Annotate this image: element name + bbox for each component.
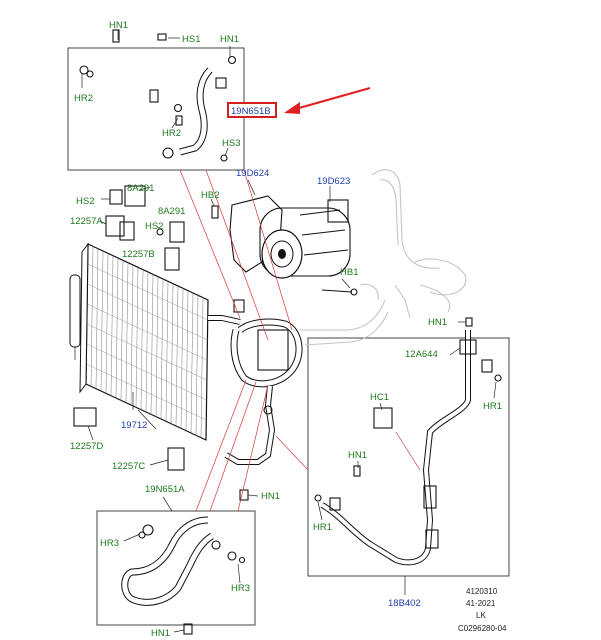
condenser-19712	[69, 242, 209, 441]
condenser-row-line	[86, 343, 207, 401]
condenser-fin-line	[180, 288, 184, 429]
label-hn1-right: HN1	[428, 317, 447, 328]
red-guide-lines	[179, 169, 421, 512]
compressor-19d623	[229, 195, 358, 296]
label-12a644: 12A644	[405, 349, 438, 360]
lower-hose-assembly	[121, 489, 249, 635]
condenser-fin-line	[200, 297, 204, 438]
label-hs3: HS3	[222, 138, 240, 149]
condenser-fin-line	[185, 290, 189, 431]
label-12257d: 12257D	[70, 441, 103, 452]
callout-box	[227, 102, 277, 118]
condenser-fin-line	[150, 274, 154, 415]
label-hs1: HS1	[182, 34, 200, 45]
leader-lines	[81, 30, 497, 633]
footer-code-1: 4120310	[466, 587, 498, 596]
label-19d624: 19D624	[236, 168, 269, 179]
condenser-fin-line	[90, 246, 94, 387]
label-hr1-bottom-box: HR1	[313, 522, 332, 533]
footer-code-4: C0296280-04	[458, 624, 507, 633]
label-12257a: 12257A	[70, 216, 103, 227]
condenser-fin-line	[95, 248, 99, 389]
label-8a291-top: 8A291	[127, 183, 154, 194]
condenser-row-line	[87, 263, 208, 321]
condenser-fin-line	[170, 283, 174, 424]
center-manifold-hoses	[208, 299, 303, 465]
label-hr3-left: HR3	[100, 538, 119, 549]
condenser-fin-line	[100, 250, 104, 392]
condenser-fin-line	[160, 278, 164, 420]
label-hr2-mid: HR2	[162, 128, 181, 139]
background-engine-pipes	[300, 169, 467, 346]
label-hb2: HB2	[201, 190, 219, 201]
condenser-row-line	[86, 363, 207, 421]
label-12257b: 12257B	[122, 249, 155, 260]
footer-code-3: LK	[476, 611, 486, 620]
label-hn1-mid: HN1	[348, 450, 367, 461]
right-line-assembly-18b402	[314, 317, 502, 566]
condenser-row-line	[87, 303, 208, 361]
label-hs2-mid: HS2	[145, 221, 163, 232]
condenser-fin-line	[135, 267, 139, 408]
label-hs2-left: HS2	[76, 196, 94, 207]
condenser-fin-line	[165, 281, 169, 422]
condenser-fin-line	[130, 264, 134, 406]
label-hb1: HB1	[340, 267, 358, 278]
red-arrow	[284, 86, 371, 114]
detail-box-right-line	[307, 337, 510, 577]
label-hn1-top-right: HN1	[220, 34, 239, 45]
upper-hose-assembly	[79, 29, 237, 162]
label-19n651a: 19N651A	[145, 484, 185, 495]
condenser-fin-line	[140, 269, 144, 410]
condenser-row-line	[87, 283, 208, 341]
condenser-fin-line	[190, 292, 194, 434]
condenser-fin-line	[105, 253, 109, 394]
condenser-fin-line	[155, 276, 159, 417]
label-12257c: 12257C	[112, 461, 145, 472]
condenser-fin-line	[110, 255, 114, 396]
label-hc1: HC1	[370, 392, 389, 403]
label-hn1-bottom: HN1	[151, 628, 170, 639]
condenser-fin-line	[120, 260, 124, 401]
label-hr2-left: HR2	[74, 93, 93, 104]
condenser-fin-line	[175, 285, 179, 427]
label-hn1-top: HN1	[109, 20, 128, 31]
label-19d623: 19D623	[317, 176, 350, 187]
label-hr3-right: HR3	[231, 583, 250, 594]
label-hn1-bottom-center: HN1	[261, 491, 280, 502]
detail-box-lower-hose	[96, 510, 256, 626]
condenser-fin-line	[145, 271, 149, 413]
label-18b402: 18B402	[388, 598, 421, 609]
condenser-fin-line	[125, 262, 129, 403]
condenser-fin-line	[195, 295, 199, 436]
condenser-fin-line	[115, 257, 119, 399]
label-19712: 19712	[121, 420, 147, 431]
label-8a291-mid: 8A291	[158, 206, 185, 217]
condenser-row-line	[86, 323, 207, 381]
label-callout: 19N651B	[231, 106, 271, 117]
footer-code-2: 41-2021	[466, 599, 496, 608]
label-hr1-right: HR1	[483, 401, 502, 412]
condenser-mounts	[73, 185, 219, 471]
